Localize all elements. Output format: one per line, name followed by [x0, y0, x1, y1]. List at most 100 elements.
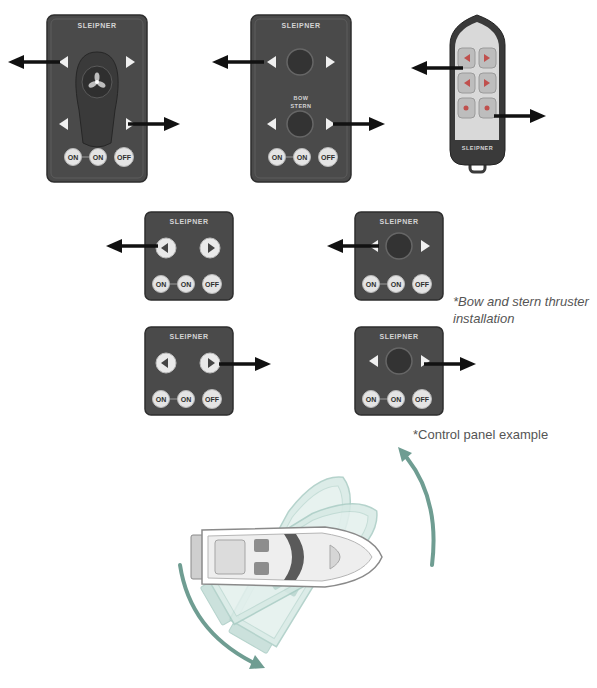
- button-label: OFF: [321, 154, 335, 161]
- arrow-button: [200, 353, 220, 373]
- direction-triangle: [59, 118, 68, 130]
- button-label: ON: [181, 396, 192, 403]
- panel-plate: [251, 15, 351, 182]
- button-link: [379, 284, 387, 285]
- arrow-button: [156, 353, 176, 373]
- brand-name: SLEIPNER: [355, 333, 443, 340]
- panel-plate: [145, 212, 233, 300]
- brand-name: SLEIPNER: [145, 218, 233, 225]
- thruster-knob: [386, 233, 412, 259]
- control-panel: SLEIPNER ON ON OFF: [145, 212, 233, 300]
- remote-button: [458, 73, 475, 93]
- direction-triangle: [208, 358, 215, 368]
- power-button: ON: [362, 275, 380, 293]
- remote-mark: [464, 79, 470, 87]
- power-button: ON: [64, 148, 82, 166]
- push-arrow: [424, 357, 476, 371]
- button-label: OFF: [415, 281, 429, 288]
- button-label: ON: [366, 396, 377, 403]
- button-label: ON: [297, 154, 308, 161]
- boat-top-view: [191, 527, 382, 587]
- joystick-knob: [82, 66, 112, 98]
- brand-name: SLEIPNER: [47, 22, 147, 29]
- remote-button: [458, 48, 475, 68]
- push-arrow: [212, 55, 264, 69]
- boat-rotation: [180, 447, 434, 669]
- direction-triangle: [369, 355, 378, 367]
- remote-body: [450, 15, 505, 165]
- button-label: OFF: [205, 396, 219, 403]
- direction-triangle: [208, 243, 215, 253]
- remote-mark: [464, 54, 470, 62]
- remote-mark: [485, 106, 490, 111]
- thruster-knob: [287, 49, 313, 75]
- power-button: OFF: [412, 389, 432, 409]
- power-button: ON: [177, 275, 195, 293]
- panel-bezel: [51, 19, 143, 178]
- button-link: [169, 284, 177, 285]
- control-panel: SLEIPNER ON ON OFF: [355, 327, 443, 415]
- button-label: ON: [391, 396, 402, 403]
- power-button: OFF: [202, 389, 222, 409]
- rotation-arrowhead: [249, 655, 265, 669]
- power-button: ON: [362, 390, 380, 408]
- remote-mark: [464, 106, 469, 111]
- button-label: ON: [391, 281, 402, 288]
- push-arrow: [411, 61, 463, 75]
- knob-panel-art: [355, 327, 443, 415]
- rotation-arrow: [180, 565, 252, 662]
- footnote-text: *Bow and stern thruster installation: [453, 294, 593, 328]
- brand-name: SLEIPNER: [145, 333, 233, 340]
- push-arrow: [128, 117, 180, 131]
- power-button: ON: [268, 148, 286, 166]
- control-panel: SLEIPNER ON ON OFF: [145, 327, 233, 415]
- direction-triangle: [59, 56, 68, 68]
- button-link: [379, 399, 387, 400]
- button-label: ON: [272, 154, 283, 161]
- remote-mark: [484, 79, 490, 87]
- power-button: ON: [152, 275, 170, 293]
- knob-panel-art: [355, 212, 443, 300]
- button-label: OFF: [415, 396, 429, 403]
- power-button: ON: [152, 390, 170, 408]
- direction-triangle: [267, 118, 276, 130]
- power-button: OFF: [114, 147, 134, 167]
- brand-name: SLEIPNER: [251, 22, 351, 29]
- power-button: ON: [89, 148, 107, 166]
- direction-triangle: [421, 240, 430, 252]
- remote-face: [455, 22, 499, 140]
- panel-label: STERN: [251, 104, 351, 110]
- remote-button: [458, 98, 475, 118]
- direction-triangle: [326, 56, 335, 68]
- button-link: [169, 399, 177, 400]
- power-button: OFF: [412, 274, 432, 294]
- remote-control: SLEIPNER: [450, 15, 505, 165]
- panel-plate: [145, 327, 233, 415]
- button-label: OFF: [117, 154, 131, 161]
- arrow-panel-art: [145, 327, 233, 415]
- propeller-icon: [88, 73, 107, 89]
- footnote-text: *Control panel example: [413, 427, 548, 444]
- push-arrow: [8, 55, 60, 69]
- direction-triangle: [126, 56, 135, 68]
- remote-button: [479, 73, 496, 93]
- rotation-arrow: [407, 458, 434, 565]
- power-button: ON: [177, 390, 195, 408]
- remote-button: [479, 48, 496, 68]
- button-label: ON: [366, 281, 377, 288]
- panel-plate: [355, 212, 443, 300]
- dual-knob-panel-art: [251, 15, 351, 182]
- control-panel: SLEIPNER ON ON OFF: [47, 15, 147, 182]
- button-label: ON: [156, 281, 167, 288]
- control-panel: SLEIPNERBOWSTERNONONOFF: [251, 15, 351, 182]
- power-button: OFF: [202, 274, 222, 294]
- joystick-panel-art: [47, 15, 147, 182]
- remote-button: [479, 98, 496, 118]
- push-arrow: [327, 239, 379, 253]
- panel-plate: [47, 15, 147, 182]
- power-button: OFF: [318, 147, 338, 167]
- rotation-arrowhead: [398, 447, 412, 462]
- joystick-lever: [76, 52, 118, 147]
- power-button: ON: [387, 275, 405, 293]
